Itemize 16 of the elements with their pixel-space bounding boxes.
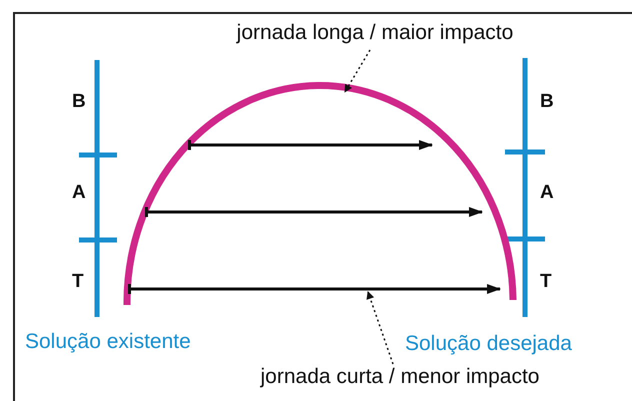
arrow bbox=[128, 284, 501, 294]
arc-curve bbox=[124, 82, 516, 306]
level-label: T bbox=[540, 272, 552, 293]
arrow bbox=[188, 140, 433, 150]
arrow bbox=[145, 207, 483, 217]
level-label: A bbox=[72, 183, 86, 204]
solution-label: Solução desejada bbox=[405, 332, 572, 356]
solution-label: Solução existente bbox=[25, 330, 191, 354]
level-label: B bbox=[72, 92, 86, 113]
annotation-text: jornada longa / maior impacto bbox=[170, 20, 580, 46]
leader-line bbox=[344, 50, 371, 93]
level-label: B bbox=[540, 92, 554, 113]
leader-line bbox=[366, 291, 394, 364]
level-label: A bbox=[540, 183, 554, 204]
annotation-text: jornada curta / menor impacto bbox=[190, 364, 610, 390]
level-label: T bbox=[72, 272, 84, 293]
